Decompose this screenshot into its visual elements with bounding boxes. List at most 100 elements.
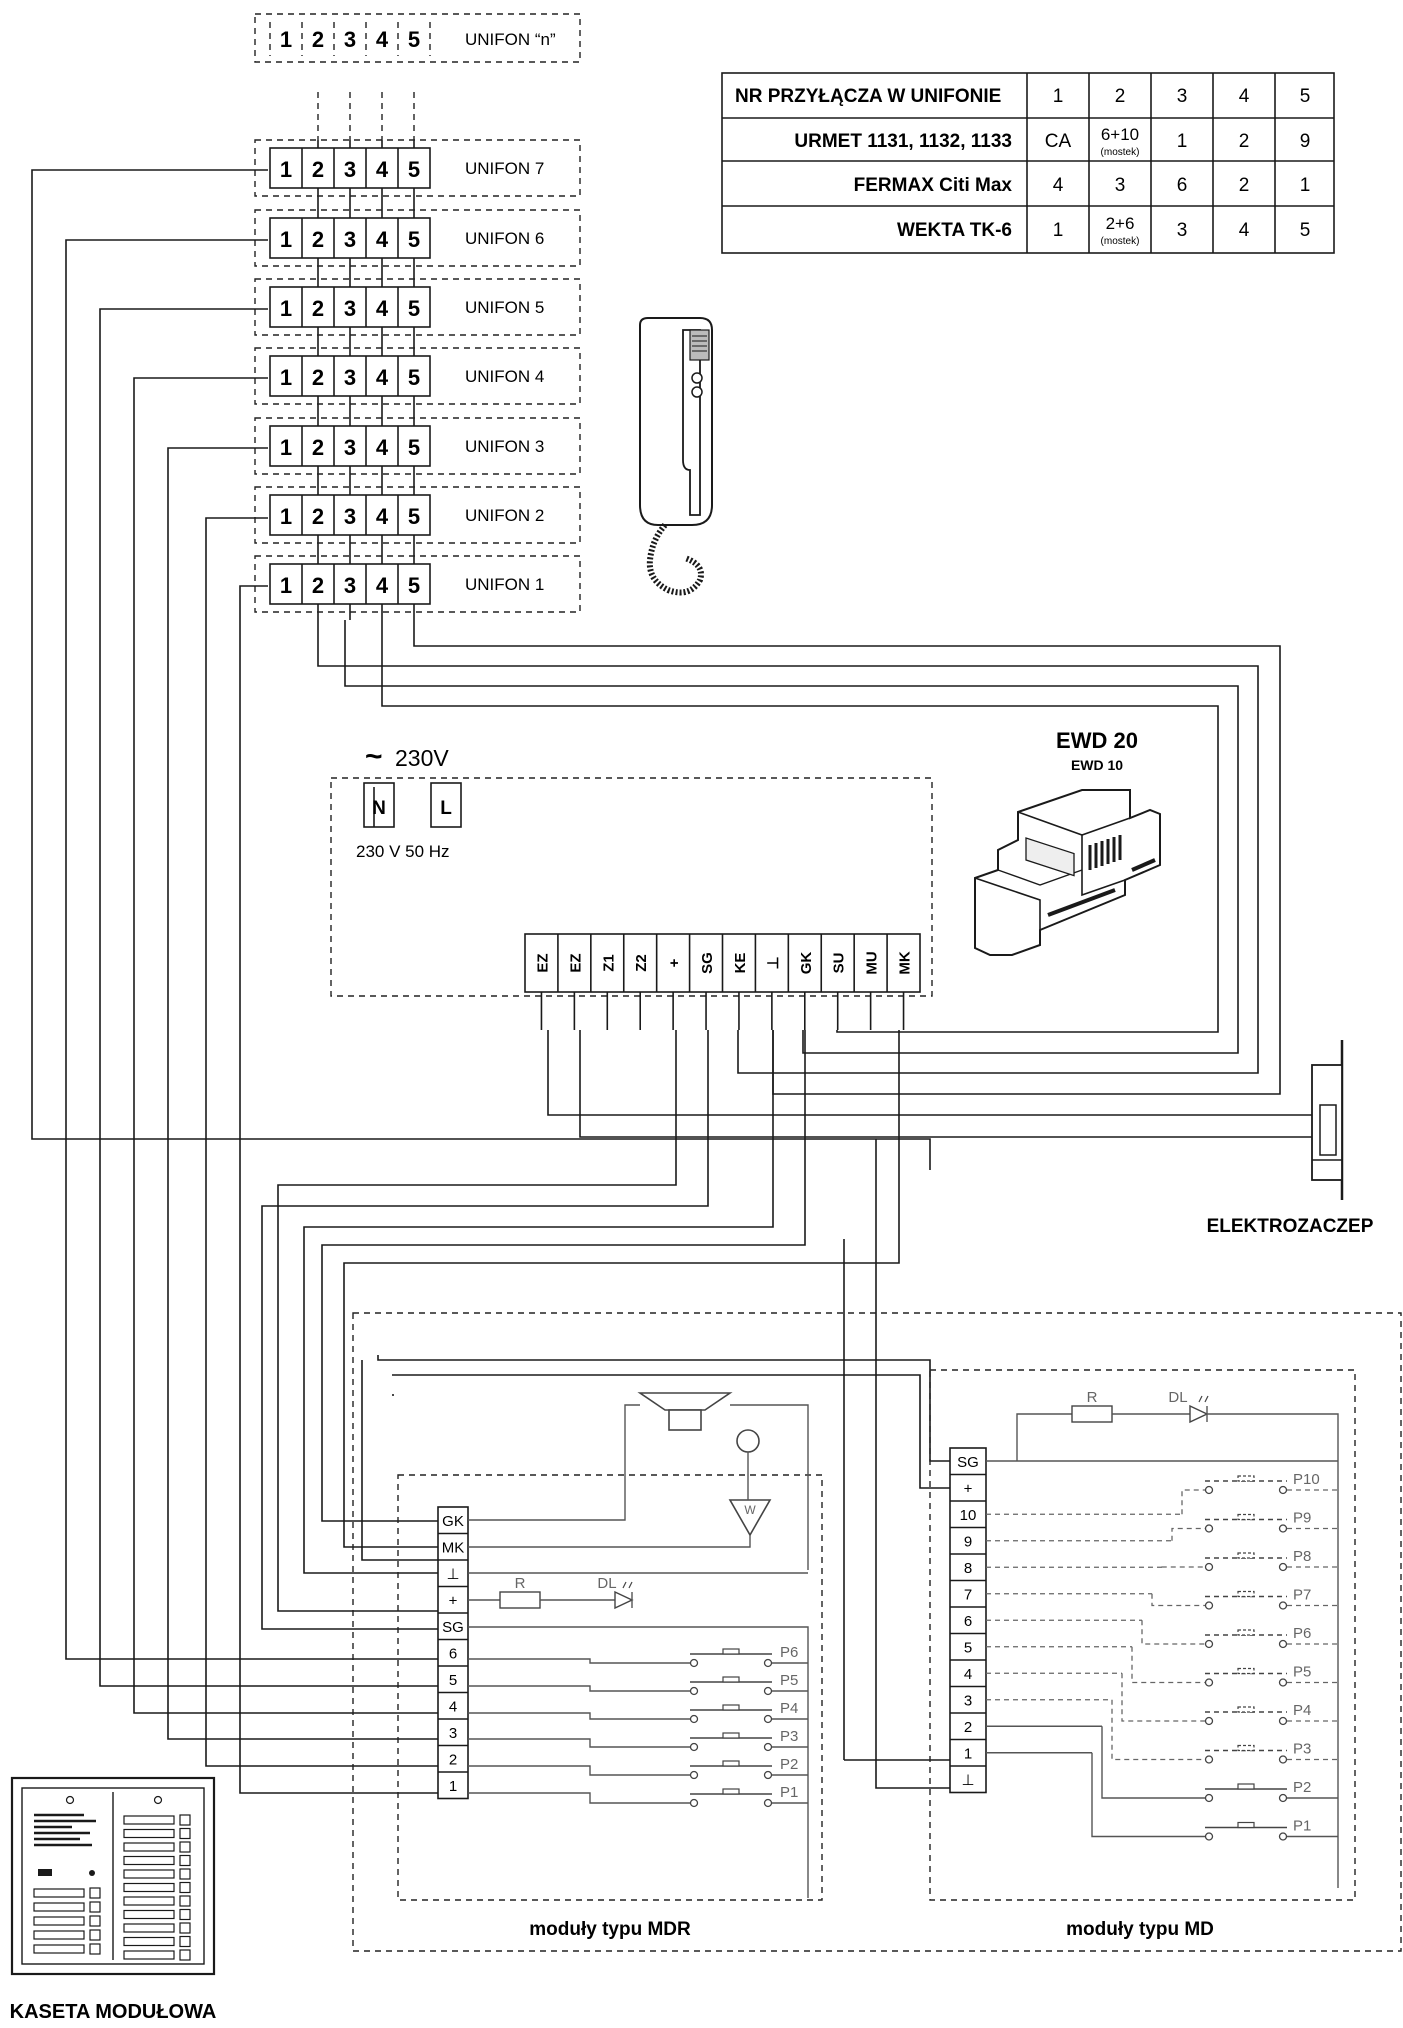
mdr-button-label: P5 (780, 1672, 798, 1689)
unifon-terminal-5: 5 (408, 157, 420, 182)
md-push-button: P9 (986, 1510, 1338, 1542)
mdr-button-label: P2 (780, 1756, 798, 1773)
unifon-terminal-2: 2 (312, 365, 324, 390)
unifon-terminal-5: 5 (408, 227, 420, 252)
unifon-terminal-5: 5 (408, 504, 420, 529)
table-cell: 2+6 (1106, 214, 1135, 233)
ewd-terminal: EZ (567, 953, 584, 972)
handset-grille (692, 335, 707, 352)
md-terminal: 9 (964, 1534, 972, 1551)
mdr-push-button: P5 (468, 1672, 808, 1696)
table-cell: 1 (1177, 131, 1188, 152)
mdr-button-label: P6 (780, 1644, 798, 1661)
power-spec: 230 V 50 Hz (356, 842, 450, 861)
unifon-n-terminal-2: 2 (312, 27, 324, 52)
md-resistor-label: R (1087, 1389, 1098, 1406)
mdr-terminal: 6 (449, 1646, 457, 1663)
md-terminal: + (964, 1481, 973, 1498)
md-led-icon: DL (1168, 1389, 1339, 1888)
md-push-button: P10 (986, 1471, 1338, 1515)
unifon-n-terminal-4: 4 (376, 27, 389, 52)
md-button-label: P7 (1293, 1587, 1311, 1604)
unifon-terminal-1: 1 (280, 365, 292, 390)
microphone-icon (736, 1429, 760, 1453)
l-terminal-label: L (440, 798, 452, 819)
unifon-terminal-5: 5 (408, 296, 420, 321)
voltage-label: 230V (395, 745, 449, 771)
md-terminal: ⊥ (961, 1772, 974, 1789)
unifon-n: 1 2 3 4 5 UNIFON “n” (254, 13, 581, 140)
unifon-terminal-5: 5 (408, 573, 420, 598)
md-terminal: 2 (964, 1719, 972, 1736)
mdr-button-label: P3 (780, 1728, 798, 1745)
ac-symbol: ~ (365, 740, 383, 773)
unifon-terminal-3: 3 (344, 365, 356, 390)
md-terminal: 3 (964, 1693, 972, 1710)
ewd-terminal: MK (897, 951, 914, 974)
table-cell: 1 (1053, 220, 1064, 241)
unifon-terminal-3: 3 (344, 157, 356, 182)
ewd-terminal: Z2 (633, 954, 650, 972)
compatibility-table: NR PRZYŁĄCZA W UNIFONIE 1 2 3 4 5 URMET … (721, 72, 1335, 254)
md-led-label: DL (1168, 1389, 1187, 1406)
unifon-terminal-4: 4 (376, 157, 389, 182)
md-button-label: P4 (1293, 1702, 1311, 1719)
unifon-terminal-1: 1 (280, 504, 292, 529)
mdr-caption: moduły typu MDR (529, 1919, 691, 1940)
ewd-terminal: KE (732, 953, 749, 974)
mdr-resistor: R (468, 1575, 615, 1609)
table-cell: 1 (1300, 175, 1311, 196)
md-button-label: P3 (1293, 1741, 1311, 1758)
md-terminal: 6 (964, 1613, 972, 1630)
unifon-label: UNIFON 2 (465, 506, 544, 525)
unifon-terminal-1: 1 (280, 157, 292, 182)
md-push-button: P2 (986, 1725, 1338, 1803)
ewd-terminal: Z1 (600, 954, 617, 972)
unifon-n-terminal-3: 3 (344, 27, 356, 52)
mdr-push-button: P3 (468, 1728, 808, 1752)
ewd-subtitle: EWD 10 (1071, 757, 1123, 773)
unifon-n-terminals: 1 2 3 4 5 (269, 22, 431, 56)
n-terminal: N (363, 782, 395, 828)
md-terminal: 10 (960, 1507, 977, 1524)
unifon-terminal-3: 3 (344, 227, 356, 252)
md-terminal: 1 (964, 1746, 972, 1763)
mdr-resistor-label: R (515, 1575, 526, 1592)
table-cell-note: (mostek) (1101, 147, 1140, 158)
md-caption: moduły typu MD (1066, 1919, 1214, 1940)
mdr-terminal: 3 (449, 1725, 457, 1742)
unifon-terminal-3: 3 (344, 296, 356, 321)
table-cell: 6 (1177, 175, 1188, 196)
md-push-button: P4 (986, 1672, 1338, 1726)
unifon-label: UNIFON 5 (465, 298, 544, 317)
power-supply-section: ~ 230V N L 230 V 50 Hz (330, 740, 933, 997)
unifon-terminal-2: 2 (312, 504, 324, 529)
unifon-label: UNIFON 6 (465, 229, 544, 248)
table-cell: 2 (1239, 131, 1250, 152)
table-header-col-1: 1 (1053, 86, 1064, 107)
table-cell: 9 (1300, 131, 1311, 152)
unifon-terminal-3: 3 (344, 435, 356, 460)
unifon-n-terminal-1: 1 (280, 27, 292, 52)
mdr-push-button: P2 (468, 1756, 808, 1780)
mdr-terminal: 1 (449, 1778, 457, 1795)
unifon-label: UNIFON 3 (465, 437, 544, 456)
unifon-terminal-4: 4 (376, 227, 389, 252)
unifon-label: UNIFON 7 (465, 159, 544, 178)
l-terminal: L (430, 782, 462, 828)
mdr-led-label: DL (597, 1575, 616, 1592)
md-button-label: P6 (1293, 1625, 1311, 1642)
unifon-terminal-1: 1 (280, 227, 292, 252)
unifon-terminal-2: 2 (312, 435, 324, 460)
mdr-terminal: GK (442, 1513, 464, 1530)
ewd-title: EWD 20 (1056, 728, 1138, 753)
